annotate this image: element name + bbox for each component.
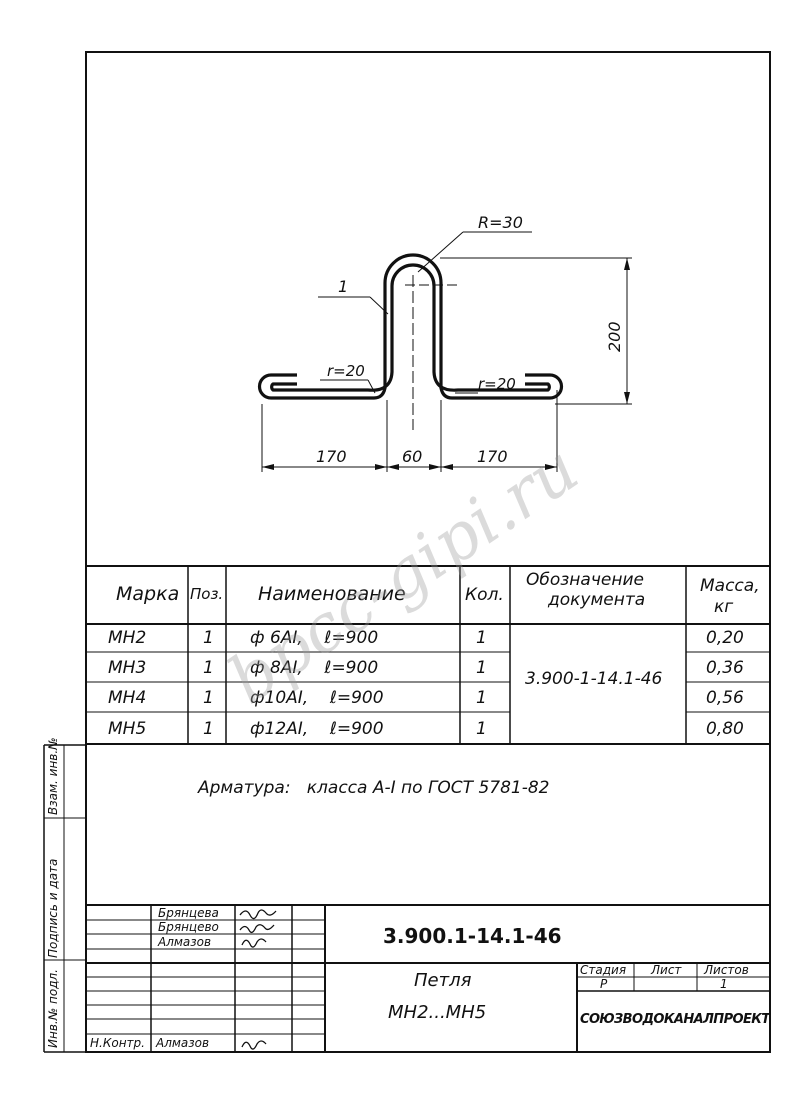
row-pos: 1 [203, 688, 214, 708]
row-name: ф 6АI, ℓ=900 [250, 628, 379, 648]
bend-right-label: r=20 [478, 375, 516, 393]
stage-header: Стадия [580, 963, 627, 977]
normcontrol-name: Алмазов [156, 1036, 210, 1050]
row-pos: 1 [203, 658, 214, 678]
row-mark: МН2 [108, 628, 147, 648]
stage-value: Р [600, 977, 608, 991]
row-pos: 1 [203, 628, 214, 648]
position-label: 1 [338, 277, 348, 296]
header-pos: Поз. [190, 585, 224, 603]
side-stamp-replaces: Взам. инв.№ [46, 737, 60, 815]
header-mass-2: кг [714, 597, 734, 617]
document-code-title: 3.900.1-14.1-46 [383, 924, 562, 948]
row-name: ф10АI, ℓ=900 [250, 688, 384, 708]
header-qty: Кол. [465, 585, 504, 605]
row-mass: 0,56 [706, 688, 744, 708]
header-mark: Марка [116, 583, 180, 605]
title-line-1: Петля [414, 970, 472, 991]
row-qty: 1 [476, 719, 487, 739]
height-dimension: 200 [605, 321, 624, 352]
header-doc-2: документа [548, 590, 646, 610]
sheet-header: Лист [651, 963, 682, 977]
row-qty: 1 [476, 658, 487, 678]
row-name: ф 8АI, ℓ=900 [250, 658, 379, 678]
document-code: 3.900-1-14.1-46 [525, 669, 663, 689]
row-mass: 0,80 [706, 719, 744, 739]
sheets-value: 1 [720, 977, 728, 991]
side-stamp-inv-orig: Инв.№ подл. [46, 969, 60, 1048]
reinforcement-note: Арматура: класса А-I по ГОСТ 5781-82 [198, 778, 550, 798]
row-mark: МН3 [108, 658, 147, 678]
header-doc-1: Обозначение [526, 570, 644, 590]
row-mass: 0,20 [706, 628, 744, 648]
row-mark: МН5 [108, 719, 147, 739]
row-pos: 1 [203, 719, 214, 739]
organization-name: СОЮЗВОДОКАНАЛПРОЕКТ [580, 1012, 770, 1027]
sheets-header: Листов [704, 963, 749, 977]
title-line-2: МН2...МН5 [388, 1002, 487, 1023]
signer-name: Брянцево [158, 920, 219, 934]
row-qty: 1 [476, 688, 487, 708]
normcontrol-role: Н.Контр. [90, 1036, 145, 1050]
row-mass: 0,36 [706, 658, 744, 678]
signer-name: Брянцева [158, 906, 219, 920]
dim-left: 170 [316, 447, 347, 466]
signer-name: Алмазов [158, 935, 212, 949]
side-stamp-sign-date: Подпись и дата [46, 858, 60, 958]
dim-mid: 60 [402, 447, 422, 466]
row-mark: МН4 [108, 688, 147, 708]
dim-right: 170 [477, 447, 508, 466]
row-name: ф12АI, ℓ=900 [250, 719, 384, 739]
radius-label: R=30 [478, 213, 523, 232]
row-qty: 1 [476, 628, 487, 648]
bend-left-label: r=20 [327, 362, 365, 380]
header-mass-1: Масса, [700, 576, 760, 596]
header-name: Наименование [258, 583, 406, 605]
loop-shape [257, 253, 564, 400]
